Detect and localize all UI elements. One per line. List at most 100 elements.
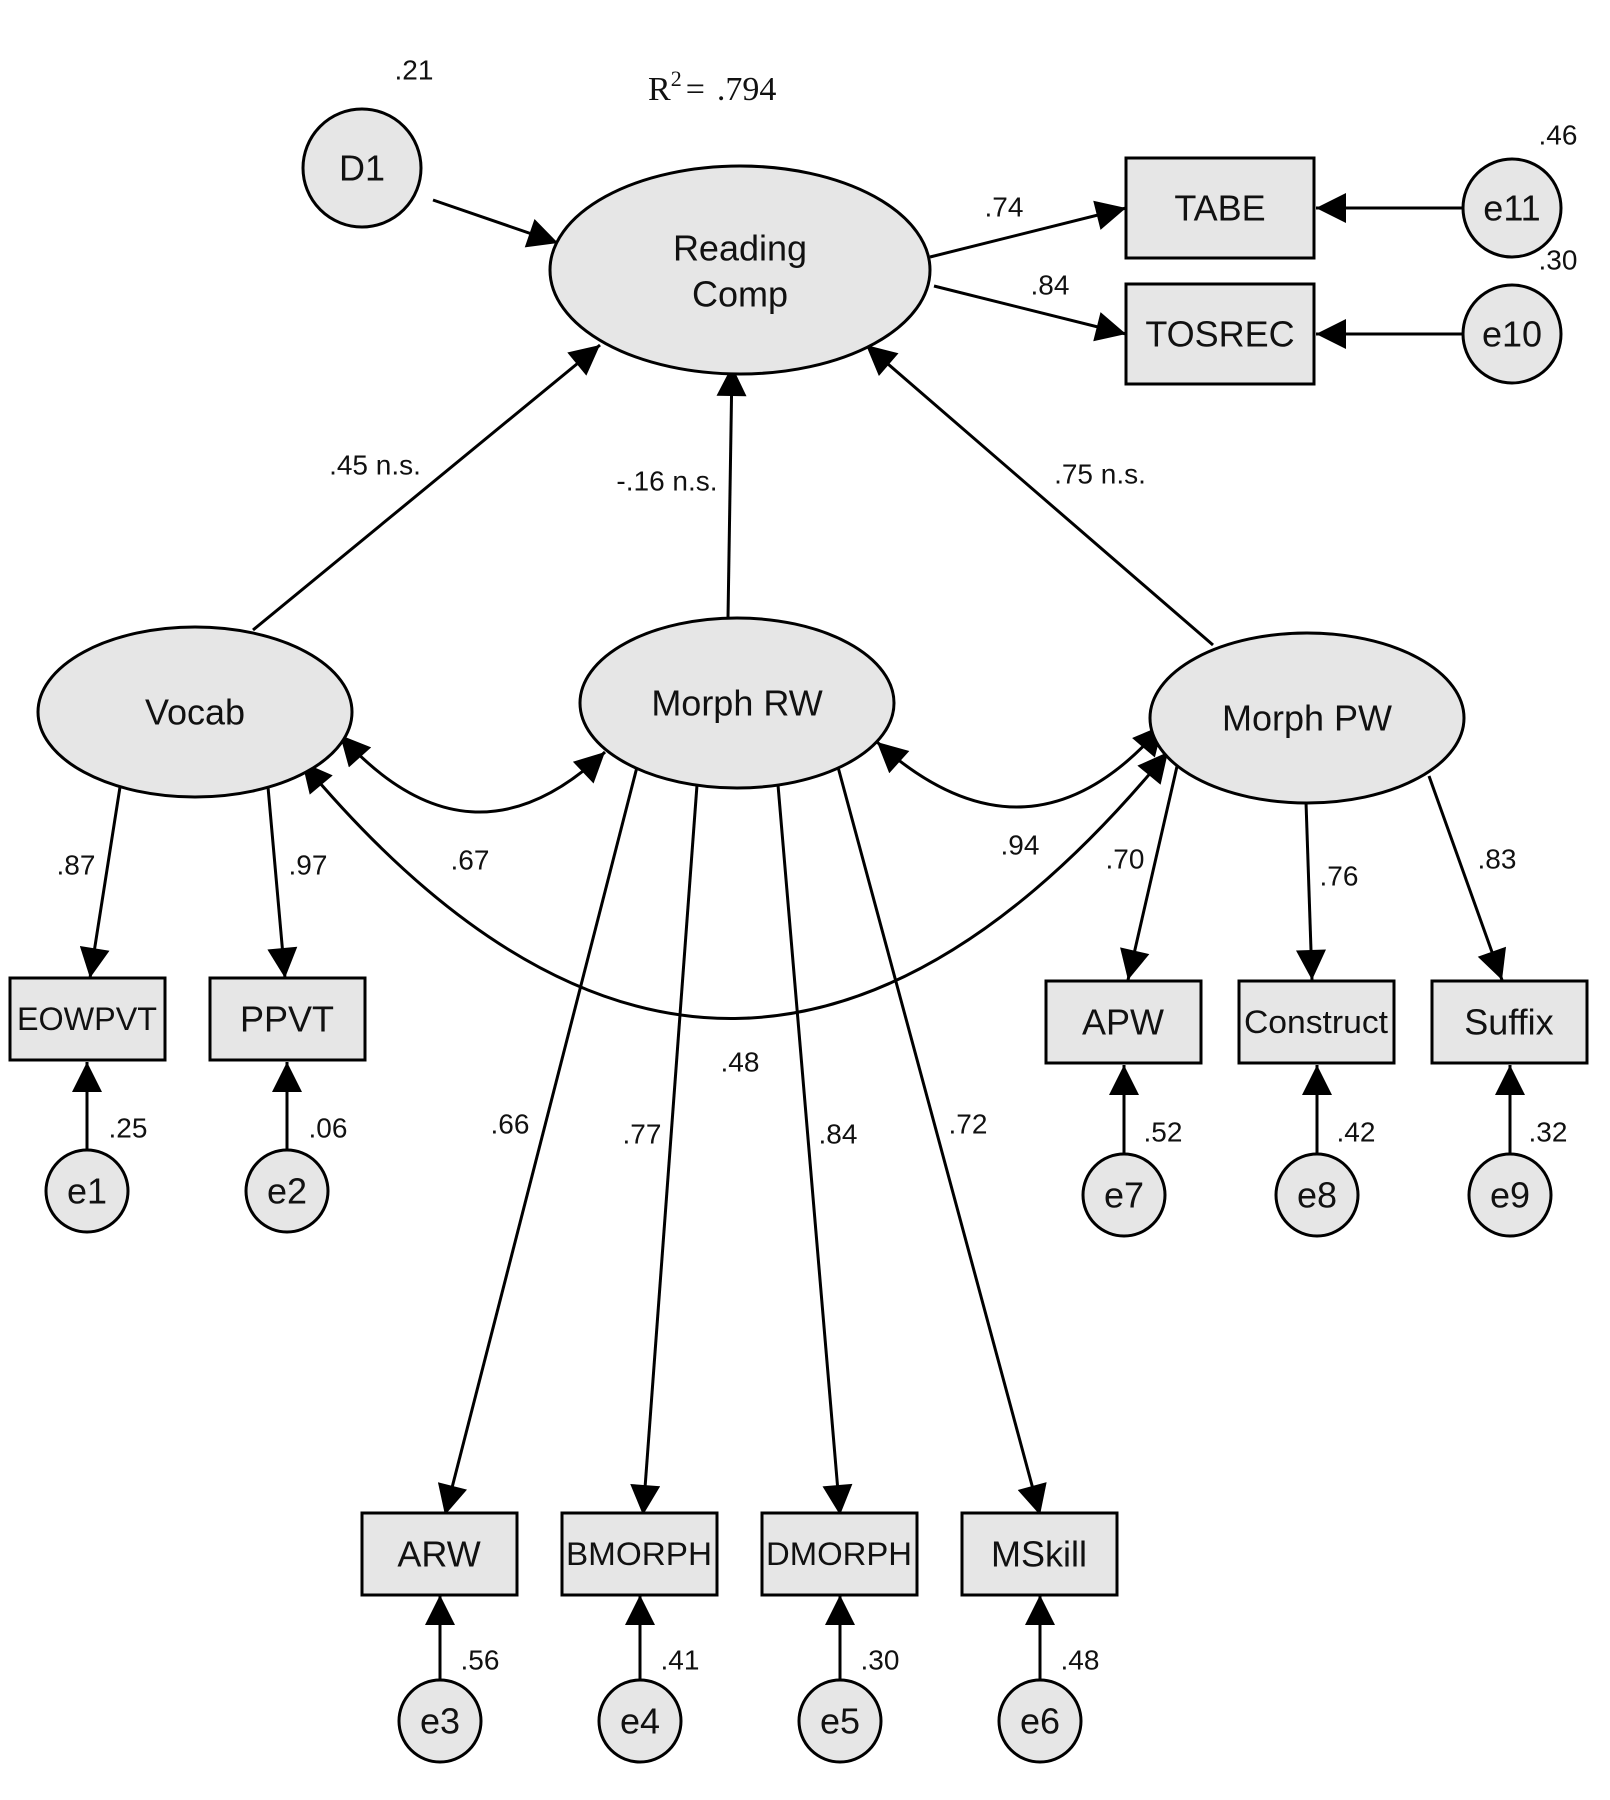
coef-e9: .32 — [1529, 1117, 1568, 1148]
svg-text:BMORPH: BMORPH — [566, 1536, 712, 1572]
node-eowpvt: EOWPVT — [8, 976, 167, 1062]
coef-vocab-morphpw: .48 — [721, 1047, 760, 1078]
coef-vocab-eowpvt: .87 — [57, 850, 96, 881]
coef-e8: .42 — [1337, 1117, 1376, 1148]
node-e3: e3 — [397, 1678, 483, 1764]
svg-text:Vocab: Vocab — [145, 692, 245, 733]
coef-rc-tabe: .74 — [985, 192, 1024, 223]
coef-e2: .06 — [309, 1113, 348, 1144]
svg-text:e3: e3 — [420, 1701, 460, 1742]
svg-text:EOWPVT: EOWPVT — [17, 1001, 157, 1037]
coef-e1: .25 — [109, 1113, 148, 1144]
path-readingcomp-tosrec — [933, 284, 1127, 342]
coef-e7: .52 — [1144, 1117, 1183, 1148]
node-tabe: TABE — [1124, 156, 1316, 260]
coef-morphrw-mskill: .72 — [949, 1109, 988, 1140]
node-e8: e8 — [1274, 1152, 1360, 1238]
node-d1: D1 — [301, 107, 423, 229]
coef-morphpw-apw: .70 — [1106, 844, 1145, 875]
node-bmorph: BMORPH — [560, 1511, 719, 1597]
path-readingcomp-tabe — [929, 200, 1127, 259]
svg-text:e6: e6 — [1020, 1701, 1060, 1742]
path-morphrw-arw — [437, 766, 639, 1516]
node-e7: e7 — [1081, 1152, 1167, 1238]
node-e9: e9 — [1467, 1152, 1553, 1238]
coef-e5: .30 — [861, 1645, 900, 1676]
cov-morphrw-morphpw — [875, 724, 1165, 809]
coef-vocab-rc: .45 n.s. — [329, 450, 421, 481]
svg-text:PPVT: PPVT — [240, 999, 334, 1040]
path-morphpw-suffix — [1427, 775, 1507, 981]
path-morphpw-construct — [1295, 801, 1326, 981]
node-reading-comp: Reading Comp — [548, 164, 932, 376]
node-suffix: Suffix — [1430, 979, 1589, 1065]
coef-e3: .56 — [461, 1645, 500, 1676]
svg-text:e10: e10 — [1482, 314, 1542, 355]
svg-text:DMORPH: DMORPH — [766, 1536, 912, 1572]
svg-text:APW: APW — [1082, 1002, 1164, 1043]
coef-d1-var: .21 — [395, 55, 434, 86]
path-morphpw-readingcomp — [865, 343, 1214, 647]
svg-text:Suffix: Suffix — [1464, 1002, 1553, 1043]
svg-text:e4: e4 — [620, 1701, 660, 1742]
svg-text:Morph RW: Morph RW — [651, 683, 822, 724]
path-morphrw-bmorph — [630, 784, 699, 1516]
coef-e11-var: .46 — [1539, 120, 1578, 151]
path-vocab-readingcomp — [252, 343, 601, 632]
svg-text:e5: e5 — [820, 1701, 860, 1742]
coef-morphpw-rc: .75 n.s. — [1054, 459, 1146, 490]
coef-e6: .48 — [1061, 1645, 1100, 1676]
svg-text:TABE: TABE — [1174, 188, 1265, 229]
coef-vocab-morphrw: .67 — [451, 845, 490, 876]
svg-text:ARW: ARW — [397, 1534, 480, 1575]
coef-e4: .41 — [661, 1645, 700, 1676]
coef-morphrw-bmorph: .77 — [623, 1119, 662, 1150]
path-morphpw-apw — [1120, 761, 1180, 981]
node-morph-rw: Morph RW — [578, 616, 896, 790]
path-vocab-ppvt — [266, 786, 298, 979]
node-mskill: MSkill — [960, 1511, 1119, 1597]
coef-morphrw-dmorph: .84 — [819, 1119, 858, 1150]
cov-vocab-morphrw — [338, 733, 607, 814]
node-e2: e2 — [244, 1148, 330, 1234]
node-ppvt: PPVT — [208, 976, 367, 1062]
svg-text:e1: e1 — [67, 1171, 107, 1212]
path-vocab-eowpvt — [79, 786, 122, 979]
svg-text:e11: e11 — [1483, 188, 1540, 229]
node-e4: e4 — [597, 1678, 683, 1764]
node-e1: e1 — [44, 1148, 130, 1234]
coef-morphrw-morphpw: .94 — [1001, 830, 1040, 861]
cov-vocab-morphpw — [300, 751, 1170, 1020]
svg-text:Construct: Construct — [1244, 1004, 1388, 1040]
path-d1-readingcomp — [432, 198, 559, 248]
coef-morphpw-construct: .76 — [1320, 861, 1359, 892]
svg-text:e9: e9 — [1490, 1175, 1530, 1216]
node-tosrec: TOSREC — [1124, 282, 1316, 386]
path-morphrw-readingcomp — [716, 365, 747, 619]
svg-text:Morph PW: Morph PW — [1222, 698, 1392, 739]
coef-e10-var: .30 — [1539, 245, 1578, 276]
node-dmorph: DMORPH — [760, 1511, 919, 1597]
reading-comp-line2: Comp — [692, 274, 788, 315]
node-construct: Construct — [1237, 979, 1396, 1065]
svg-text:e7: e7 — [1104, 1175, 1144, 1216]
svg-text:MSkill: MSkill — [991, 1534, 1087, 1575]
svg-text:D1: D1 — [339, 148, 385, 189]
r2-label: R2=.794 — [648, 66, 776, 108]
coef-rc-tosrec: .84 — [1031, 270, 1070, 301]
coef-morphpw-suffix: .83 — [1478, 844, 1517, 875]
svg-text:e2: e2 — [267, 1171, 307, 1212]
node-morph-pw: Morph PW — [1148, 631, 1466, 805]
path-morphrw-dmorph — [776, 784, 853, 1516]
node-vocab: Vocab — [36, 625, 354, 799]
reading-comp-line1: Reading — [673, 228, 807, 269]
svg-text:e8: e8 — [1297, 1175, 1337, 1216]
coef-vocab-ppvt: .97 — [289, 850, 328, 881]
node-apw: APW — [1044, 979, 1203, 1065]
svg-text:TOSREC: TOSREC — [1145, 314, 1294, 355]
node-arw: ARW — [360, 1511, 519, 1597]
coef-morphrw-rc: -.16 n.s. — [616, 466, 717, 497]
node-e5: e5 — [797, 1678, 883, 1764]
path-morphrw-mskill — [836, 766, 1047, 1516]
